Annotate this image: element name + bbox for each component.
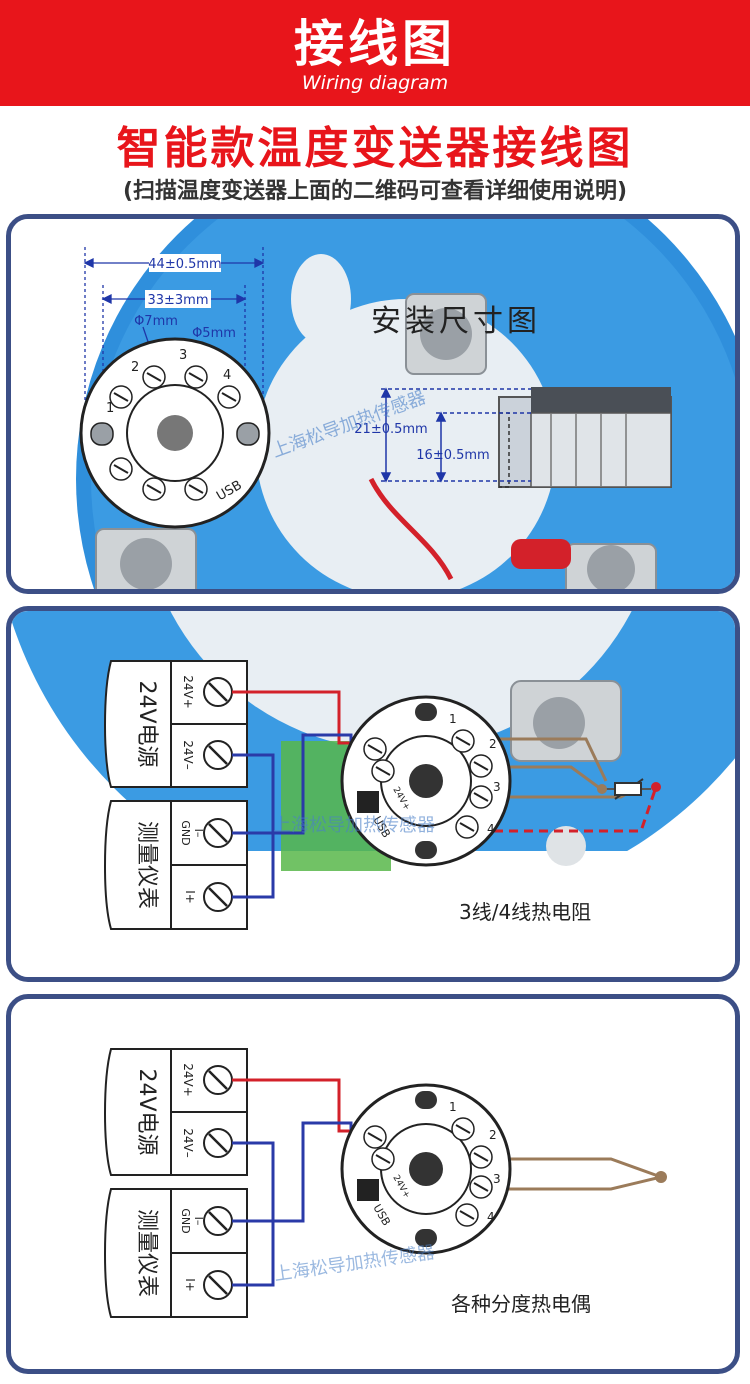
rtd-junction-left bbox=[597, 784, 607, 794]
tc-terminal-i-plus: I+ bbox=[183, 1278, 197, 1292]
rtd-transmitter: 1 2 3 4 24V+ USB bbox=[340, 695, 512, 867]
height-dimension-lines bbox=[380, 387, 531, 483]
overall-width-label: 44±0.5mm bbox=[148, 257, 221, 272]
tc-transmitter: 1 2 3 4 24V+ USB bbox=[340, 1083, 512, 1255]
tc-terminal-gnd-sub: I– bbox=[192, 1217, 205, 1226]
rtd-caption: 3线/4线热电阻 bbox=[459, 900, 591, 924]
side-hole-label: Φ5mm bbox=[192, 326, 236, 341]
rtd-pin-1: 1 bbox=[449, 712, 457, 726]
tc-pin-1: 1 bbox=[449, 1100, 457, 1114]
page-title: 智能款温度变送器接线图 bbox=[116, 123, 634, 174]
tc-terminal-24v-plus: 24V+ bbox=[181, 1063, 195, 1097]
tc-terminal-24v-minus: 24V– bbox=[181, 1128, 195, 1157]
power-supply-block: 24V电源 24V+ 24V– bbox=[104, 660, 248, 788]
header-banner: 接线图 Wiring diagram bbox=[0, 0, 750, 106]
meter-label: 测量仪表 bbox=[134, 821, 159, 909]
height-body-label: 16±0.5mm bbox=[416, 448, 489, 463]
dimension-diagram: 安装尺寸图 21±0.5mm 16±0.5mm 44±0.5mm 33±3mm bbox=[11, 219, 735, 589]
rtd-junction-right bbox=[651, 782, 661, 792]
terminal-gnd-sub: I– bbox=[192, 829, 205, 838]
thermocouple-wiring-panel: 24V电源 24V+ 24V– 测量仪表 GND I– I+ bbox=[6, 994, 740, 1374]
dim-terminal-1: 1 bbox=[106, 401, 114, 416]
height-total-label: 21±0.5mm bbox=[354, 422, 427, 437]
thermocouple-caption: 各种分度热电偶 bbox=[451, 1292, 591, 1316]
tc-pin-2: 2 bbox=[489, 1128, 497, 1142]
transmitter-top-view: 1 2 3 4 USB bbox=[79, 337, 271, 529]
dimension-panel: 安装尺寸图 21±0.5mm 16±0.5mm 44±0.5mm 33±3mm bbox=[6, 214, 740, 594]
rtd-wiring-panel: 24V电源 24V+ 24V– 测量仪表 GND I– I+ bbox=[6, 606, 740, 982]
tc-power-supply-label: 24V电源 bbox=[134, 1068, 159, 1155]
center-hole-label: Φ7mm bbox=[134, 314, 178, 329]
rtd-pin-4: 4 bbox=[487, 822, 495, 836]
power-supply-label: 24V电源 bbox=[134, 680, 159, 767]
dimension-caption: 安装尺寸图 bbox=[371, 304, 541, 339]
header-title: 接线图 bbox=[294, 15, 456, 73]
tc-meter-block: 测量仪表 GND I– I+ bbox=[104, 1188, 248, 1318]
meter-block: 测量仪表 GND I– I+ bbox=[104, 800, 248, 930]
rtd-pin-2: 2 bbox=[489, 737, 497, 751]
terminal-24v-minus: 24V– bbox=[181, 740, 195, 769]
thermocouple-wiring-diagram: 24V电源 24V+ 24V– 测量仪表 GND I– I+ bbox=[104, 1048, 667, 1318]
tc-pin-4: 4 bbox=[487, 1210, 495, 1224]
watermark-3: 上海松导加热传感器 bbox=[273, 1242, 436, 1285]
dim-terminal-3: 3 bbox=[179, 348, 187, 363]
page-subtitle: (扫描温度变送器上面的二维码可查看详细使用说明) bbox=[122, 179, 628, 204]
header-subtitle: Wiring diagram bbox=[301, 72, 449, 94]
terminal-gnd: GND bbox=[179, 820, 192, 845]
rtd-pin-3: 3 bbox=[493, 780, 501, 794]
hole-spacing-label: 33±3mm bbox=[147, 293, 208, 308]
side-profile bbox=[498, 387, 672, 488]
watermark-2: 上海松导加热传感器 bbox=[273, 815, 435, 836]
tc-junction bbox=[655, 1171, 667, 1183]
dim-terminal-2: 2 bbox=[131, 360, 139, 375]
tc-pin-3: 3 bbox=[493, 1172, 501, 1186]
terminal-24v-plus: 24V+ bbox=[181, 675, 195, 709]
terminal-i-plus: I+ bbox=[183, 890, 197, 904]
dim-terminal-4: 4 bbox=[223, 368, 231, 383]
tc-meter-label: 测量仪表 bbox=[134, 1209, 159, 1297]
rtd-wiring-diagram: 24V电源 24V+ 24V– 测量仪表 GND I– I+ bbox=[11, 611, 735, 977]
tc-power-supply-block: 24V电源 24V+ 24V– bbox=[104, 1048, 248, 1176]
tc-terminal-gnd: GND bbox=[179, 1208, 192, 1233]
